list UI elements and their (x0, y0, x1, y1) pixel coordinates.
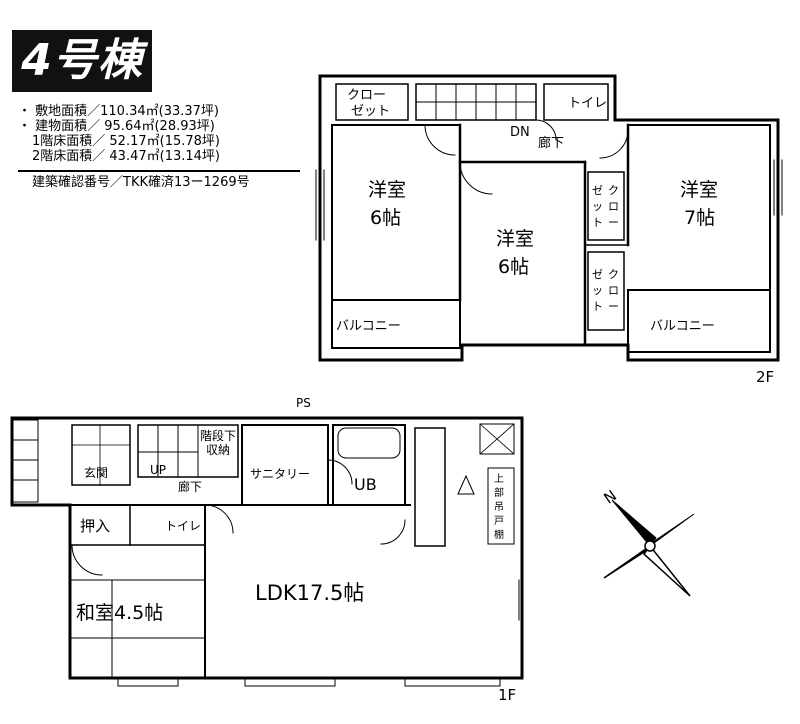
floor1-label: 1F (498, 686, 516, 704)
f1-washitsu-label: 和室4.5帖 (76, 602, 163, 624)
f2-balcony-right: バルコニー (650, 319, 715, 334)
f1-cabinet-1: 上 (494, 473, 504, 485)
f1-oshiire-label: 押入 (80, 517, 110, 535)
area-specifications: ・ 敷地面積／110.34㎡(33.37坪) ・ 建物面積／ 95.64㎡(28… (18, 104, 300, 190)
floor1-area: 1階床面積／ 52.17㎡(15.78坪) (32, 134, 220, 149)
f2-closet-a-4: ロ (608, 200, 619, 213)
f1-cabinet-2: 部 (494, 486, 504, 499)
f2-closet-a-6: ー (608, 216, 619, 229)
f1-ps-label: PS (296, 396, 311, 410)
f1-toilet-label: トイレ (165, 519, 201, 533)
f1-ub-label: UB (354, 475, 377, 494)
f2-closet-a-2: ク (608, 184, 619, 197)
compass-rose (603, 499, 695, 597)
f2-dn-label: DN (510, 125, 530, 140)
f1-cabinet-5: 棚 (494, 528, 504, 541)
f2-closet-a-1: ゼ (592, 184, 603, 197)
f1-hallway-label: 廊下 (178, 479, 202, 494)
f2-hallway-label: 廊下 (538, 135, 564, 151)
floor2-label: 2F (756, 368, 774, 386)
f2-room-left-type: 洋室 (368, 179, 406, 201)
f2-closet-top-line1: クロー (347, 88, 386, 103)
f2-closet-a-5: ト (592, 216, 603, 229)
f2-closet-b-5: ト (592, 300, 603, 313)
land-area: ・ 敷地面積／110.34㎡(33.37坪) (18, 104, 219, 119)
f1-sanitary-label: サニタリー (250, 467, 310, 481)
f2-room-mid-size: 6帖 (498, 256, 529, 278)
floor1-plan (10, 416, 524, 687)
f2-closet-b-4: ロ (608, 284, 619, 297)
f2-closet-top-line2: ゼット (351, 104, 390, 119)
permit-number: 建築確認番号／TKK確済13ー1269号 (32, 175, 250, 190)
f2-closet-b-1: ゼ (592, 268, 603, 281)
f2-room-right-size: 7帖 (684, 207, 715, 229)
f1-ldk-label: LDK17.5帖 (255, 581, 364, 605)
f1-entrance-label: 玄関 (84, 465, 108, 480)
f2-closet-b-2: ク (608, 268, 619, 281)
divider (18, 170, 300, 172)
f2-balcony-left: バルコニー (336, 319, 401, 334)
f1-under-stairs-2: 収納 (206, 443, 230, 457)
floor2-area: 2階床面積／ 43.47㎡(13.14坪) (32, 149, 220, 164)
f2-room-left-size: 6帖 (370, 207, 401, 229)
f1-up-label: UP (150, 463, 166, 477)
f1-under-stairs-1: 階段下 (200, 428, 236, 443)
building-number-title: 4号棟 (12, 30, 152, 92)
f2-closet-b-3: ッ (592, 284, 603, 297)
floor2-plan (315, 74, 783, 362)
f1-cabinet-4: 戸 (494, 515, 504, 527)
f2-closet-a-3: ッ (592, 200, 603, 213)
f2-room-right-type: 洋室 (680, 179, 718, 201)
f2-room-mid-type: 洋室 (496, 228, 534, 250)
f2-toilet-label: トイレ (568, 96, 607, 111)
f1-cabinet-3: 吊 (494, 501, 504, 513)
f2-closet-b-6: ー (608, 300, 619, 313)
building-area: ・ 建物面積／ 95.64㎡(28.93坪) (18, 119, 215, 134)
